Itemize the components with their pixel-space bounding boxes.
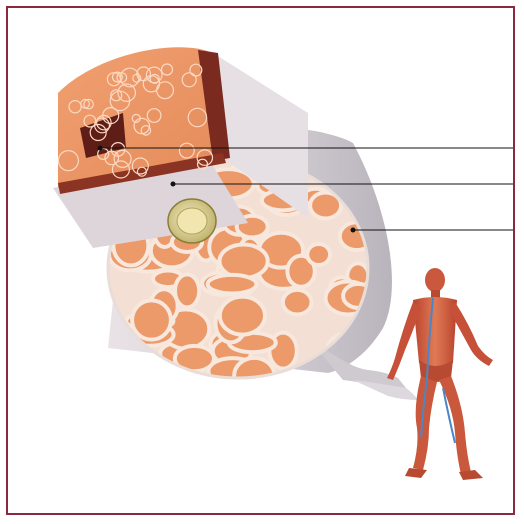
blood-vessel [168, 199, 216, 243]
fascicle [307, 244, 330, 265]
fascicle [208, 275, 257, 294]
fascicle [220, 297, 265, 335]
fascicle [220, 245, 268, 278]
human-muscle-figure [387, 268, 493, 480]
leader-dot-2 [171, 182, 176, 187]
leader-dot-1 [98, 146, 103, 151]
muscle-anatomy-illustration [8, 8, 513, 513]
leader-dot-3 [351, 228, 356, 233]
figure-frame [6, 6, 515, 515]
fascicle [132, 300, 171, 339]
fascicle [175, 274, 199, 307]
fascicle [144, 364, 178, 386]
fascicle [283, 290, 312, 315]
